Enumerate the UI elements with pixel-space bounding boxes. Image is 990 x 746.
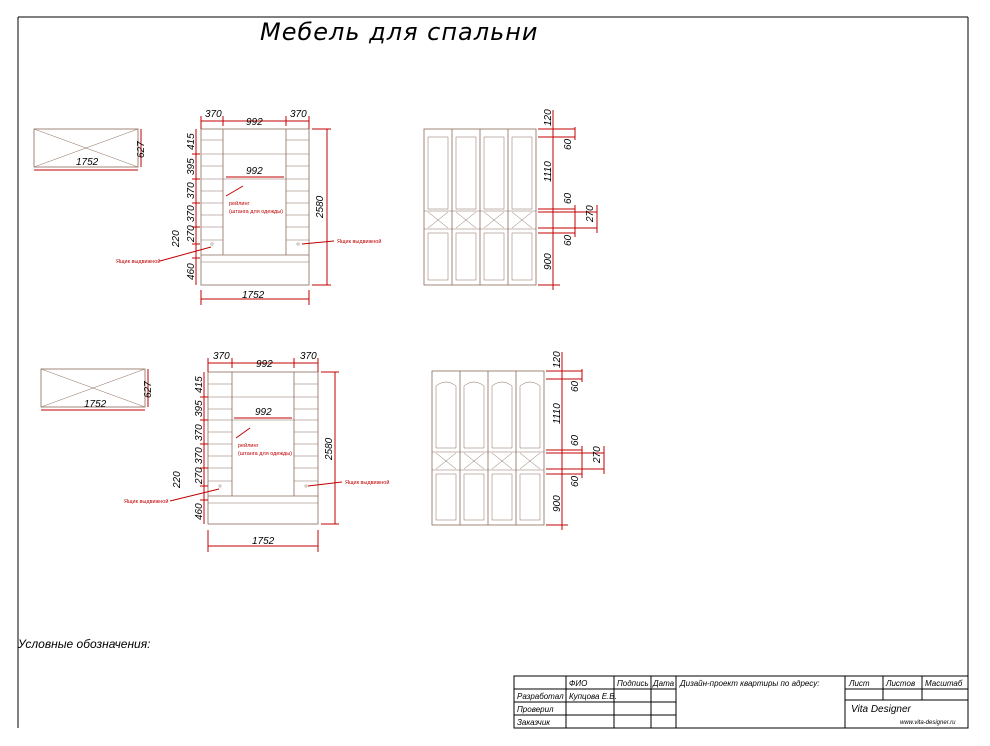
drawing-set-top: 1752 627 [33, 109, 598, 305]
stamp-col-date: Дата [652, 679, 675, 688]
shelf-height-5b: 270 [194, 467, 205, 485]
door-dim-7b: 900 [552, 495, 563, 512]
drawer-label-right-2: Ящик выдвижной [345, 479, 389, 486]
stamp-col-sign: Подпись [617, 679, 649, 688]
stamp-col-sheets: Листов [885, 679, 915, 688]
shelf-height-6b: 220 [172, 471, 183, 489]
rail-label-line2b: (штанга для одежды) [238, 451, 292, 457]
plan-depth-label: 627 [136, 141, 147, 158]
top-width-center-2: 992 [256, 359, 273, 370]
door-dim-2b: 60 [570, 380, 581, 392]
door-dim-5: 270 [585, 205, 596, 223]
drawing-set-bottom: 1752 627 [40, 351, 605, 552]
stamp-dev-name: Купцова Е.В. [569, 692, 617, 701]
shelf-height-3: 370 [186, 182, 197, 199]
door-dim-2: 60 [563, 138, 574, 150]
rail-label-line1: рейлинг [229, 200, 250, 207]
plan-depth-label-2: 627 [143, 381, 154, 398]
front-dimensions-top: 370 992 370 992 1752 2580 415 395 370 37… [116, 109, 381, 305]
overall-height-label: 2580 [315, 195, 326, 219]
shelf-height-1b: 415 [194, 376, 205, 393]
page-title: Мебель для спальни [260, 18, 539, 46]
stamp-row-check: Проверил [517, 705, 554, 714]
shelf-height-3b: 370 [194, 424, 205, 441]
stamp-col-fio: ФИО [569, 679, 587, 688]
door-dim-6: 60 [563, 234, 574, 246]
shelf-height-5: 270 [186, 225, 197, 243]
stamp-col-sheet: Лист [848, 679, 870, 688]
overall-width-label: 1752 [242, 290, 265, 301]
door-dim-4: 60 [563, 192, 574, 204]
door-dim-1: 120 [543, 109, 554, 126]
rail-label-line1b: рейлинг [238, 442, 259, 449]
legend-title: Условные обозначения: [17, 637, 150, 651]
shelf-height-7: 460 [186, 263, 197, 280]
shelf-height-2: 395 [186, 158, 197, 175]
door-elevation-bottom [431, 370, 545, 526]
shelf-height-1: 415 [186, 133, 197, 150]
door-dim-3: 1110 [543, 161, 554, 182]
top-width-left: 370 [205, 109, 222, 120]
drawer-label-left: Ящик выдвижной [116, 258, 160, 265]
door-dim-7: 900 [543, 253, 554, 270]
overall-height-label-2: 2580 [324, 437, 335, 461]
drawer-label-right: Ящик выдвижной [337, 238, 381, 245]
plan-view-top: 1752 627 [33, 128, 147, 171]
stamp-project: Дизайн-проект квартиры по адресу: [679, 679, 819, 688]
plan-width-label-2: 1752 [84, 399, 107, 410]
door-dim-6b: 60 [570, 475, 581, 487]
overall-width-label-2: 1752 [252, 536, 275, 547]
title-block: ФИО Подпись Дата Дизайн-проект квартиры … [513, 675, 969, 729]
door-dim-4b: 60 [570, 434, 581, 446]
shelf-height-7b: 460 [194, 503, 205, 520]
top-width-left-2: 370 [213, 351, 230, 362]
door-dimensions-bottom: 120 60 1110 60 270 60 900 [546, 351, 605, 530]
top-width-right-2: 370 [300, 351, 317, 362]
front-dimensions-bottom: 370 992 370 992 1752 2580 415 395 370 37… [124, 351, 389, 552]
sheet-frame [17, 16, 969, 728]
door-dim-5b: 270 [592, 446, 603, 464]
shelf-height-4b: 370 [194, 447, 205, 464]
front-view-top [200, 128, 310, 286]
shelf-height-2b: 395 [194, 400, 205, 417]
stamp-row-dev: Разработал [517, 692, 564, 701]
door-elevation-top [423, 128, 537, 286]
door-dimensions-top: 120 60 1110 60 270 60 900 [538, 109, 598, 290]
top-width-center: 992 [246, 117, 263, 128]
top-width-right: 370 [290, 109, 307, 120]
stamp-website: www.vita-designer.ru [900, 720, 956, 726]
shelf-height-6: 220 [171, 230, 182, 248]
shelf-height-4: 370 [186, 205, 197, 222]
plan-view-bottom: 1752 627 [40, 368, 154, 411]
door-dim-1b: 120 [552, 351, 563, 368]
drawer-label-left-2: Ящик выдвижной [124, 498, 168, 505]
door-dim-3b: 1110 [552, 403, 563, 424]
rail-label-line2: (штанга для одежды) [229, 209, 283, 215]
inner-width-label: 992 [246, 166, 263, 177]
stamp-company: Vita Designer [851, 704, 912, 715]
stamp-row-client: Заказчик [517, 718, 551, 727]
front-view-bottom [207, 371, 319, 525]
inner-width-label-2: 992 [255, 407, 272, 418]
plan-width-label: 1752 [76, 157, 99, 168]
stamp-col-scale: Масштаб [925, 679, 963, 688]
